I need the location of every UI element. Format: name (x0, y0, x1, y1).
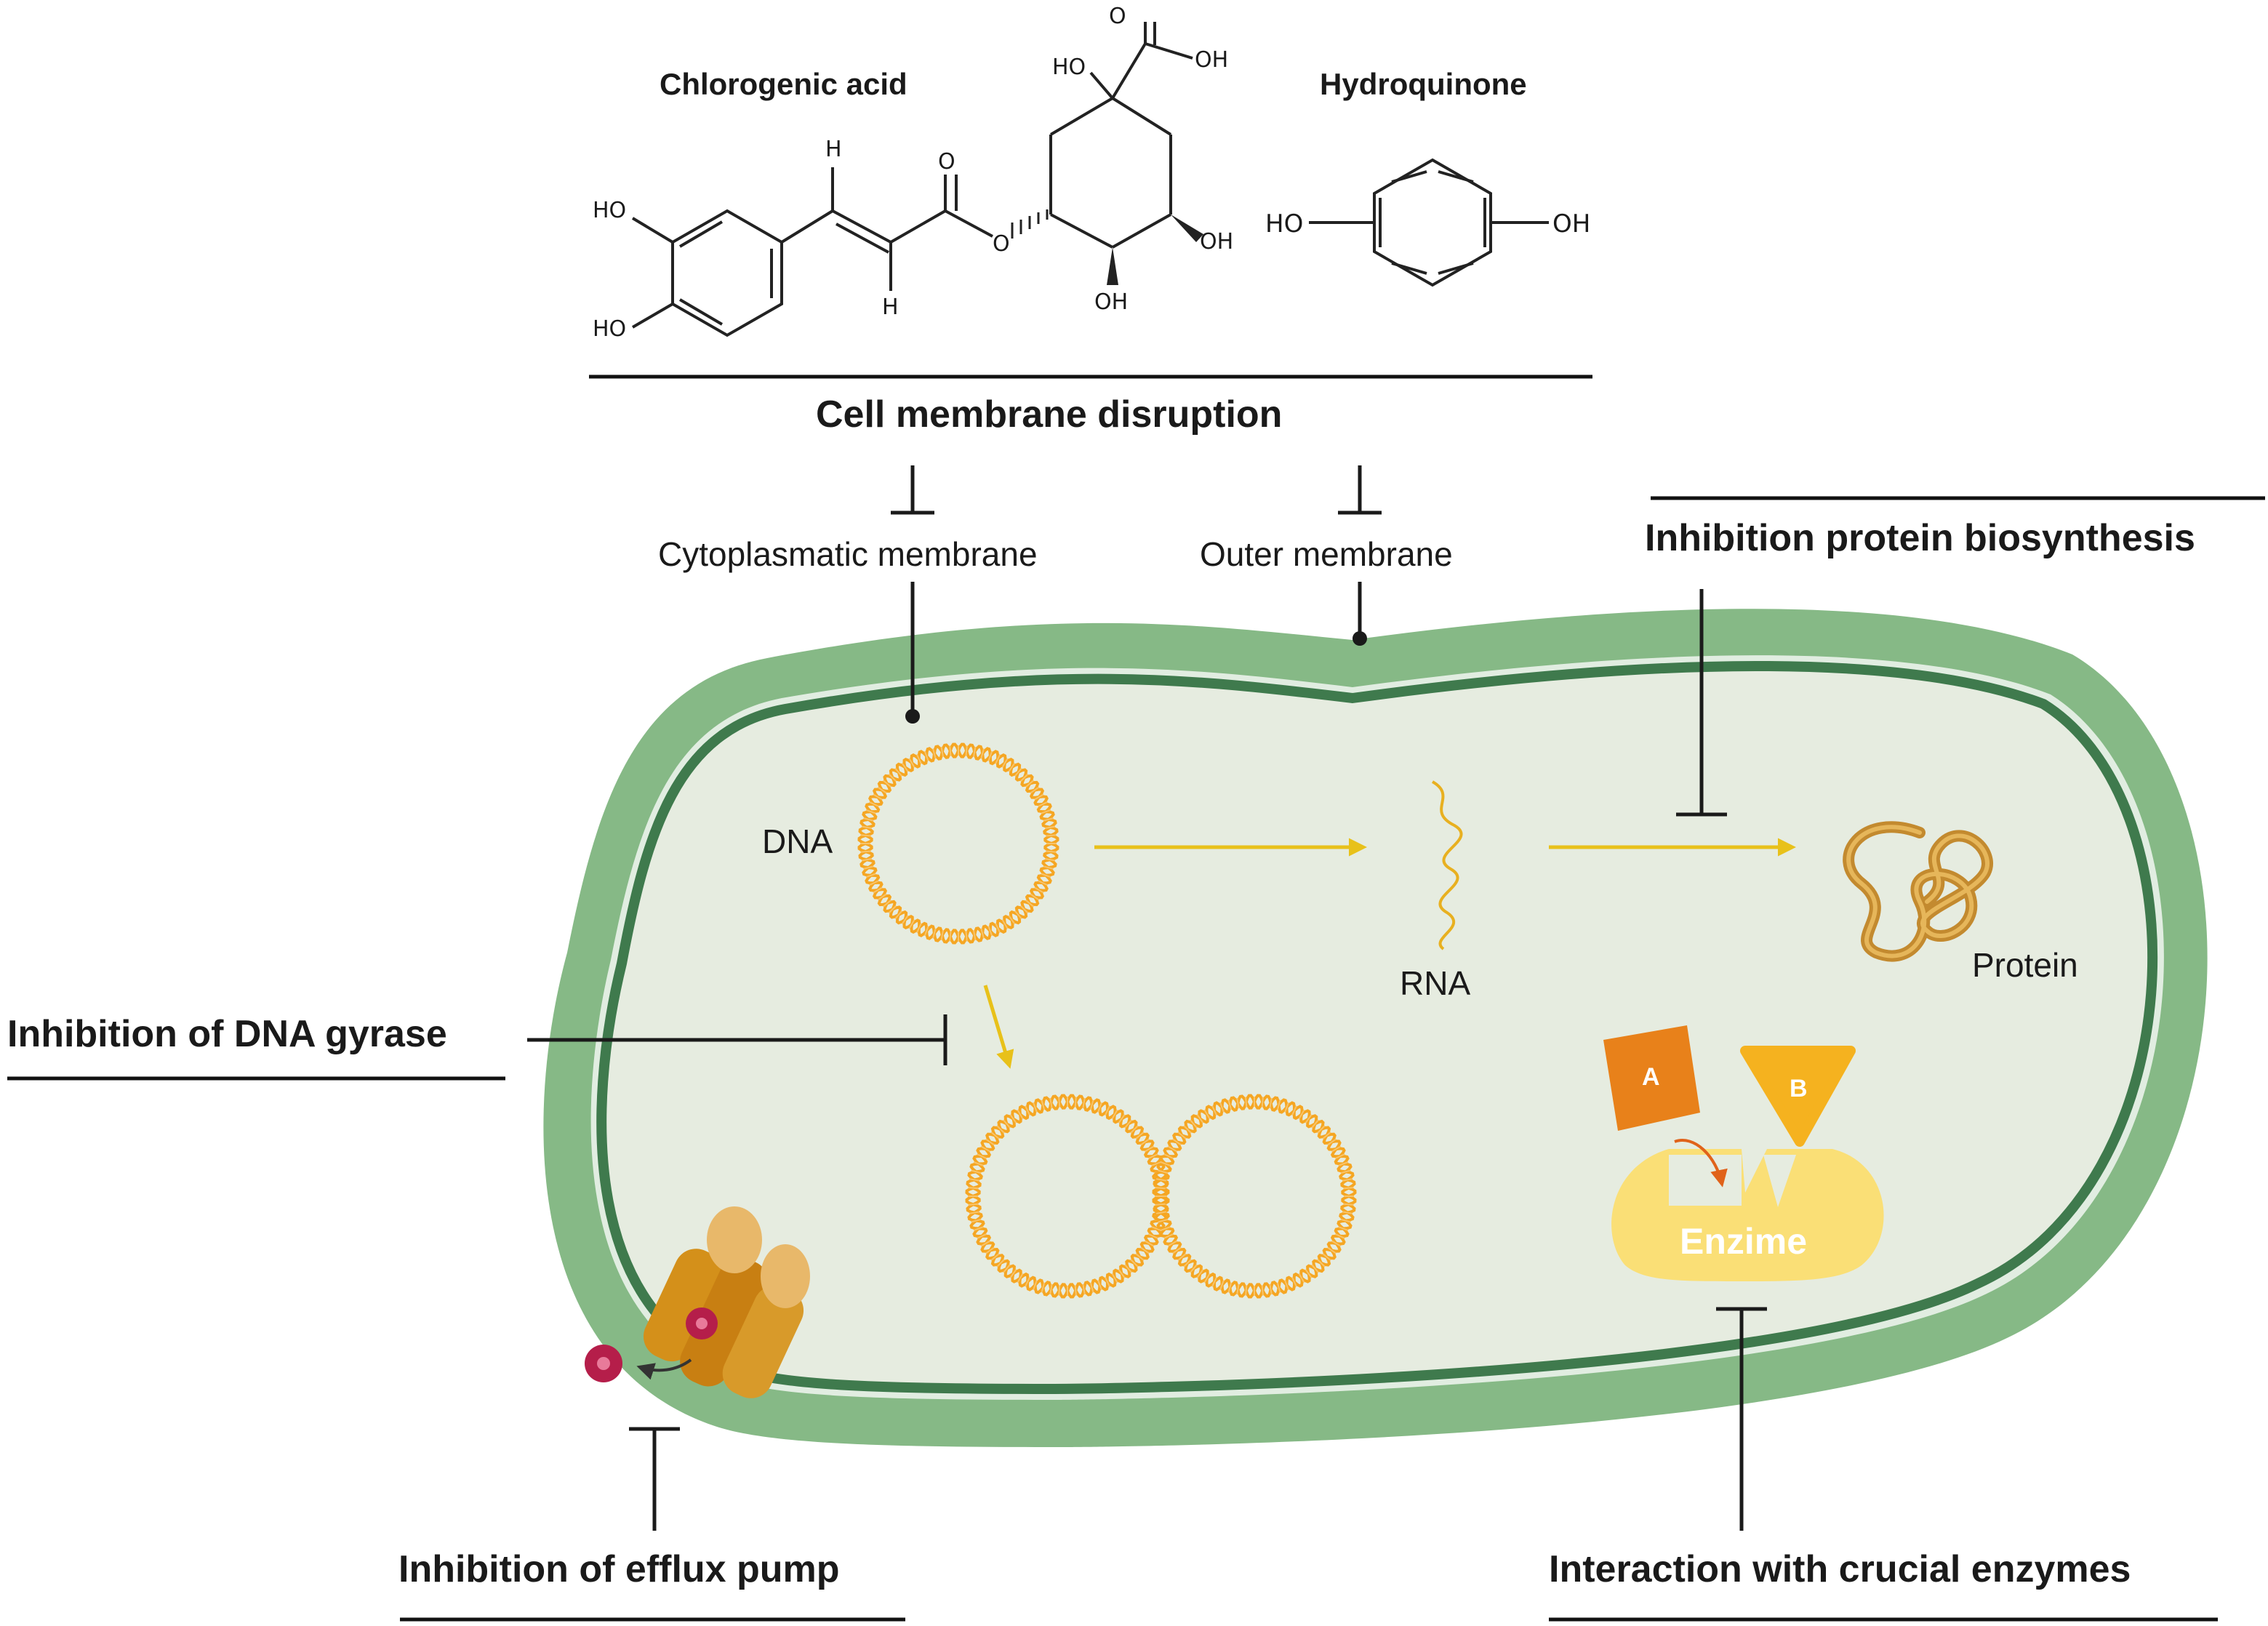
substrate-b-label: B (1790, 1075, 1808, 1102)
atom-ho-top: HO (593, 198, 627, 223)
atom-hq-oh: OH (1552, 209, 1591, 239)
protein-highlight (1846, 825, 1989, 958)
inhibition-lines (527, 465, 1767, 1531)
atom-o-carbonyl: O (938, 149, 955, 175)
chlorogenic-acid-structure (631, 22, 1193, 337)
section-rules (7, 375, 2265, 1622)
hydroquinone-title: Hydroquinone (1320, 67, 1527, 101)
atom-oh-right: OH (1200, 229, 1234, 255)
dna-ring-daughter-2 (1152, 1094, 1357, 1299)
enzyme-label: Enzime (1680, 1221, 1808, 1262)
outer-pointer-dot (1353, 631, 1367, 646)
rna-strand (1431, 780, 1463, 950)
dna-plasmids (857, 742, 1357, 1299)
inhibition-efflux-pump-title: Inhibition of efflux pump (398, 1548, 840, 1590)
outer-membrane-label: Outer membrane (1200, 535, 1453, 573)
atom-cooh-o: O (1109, 4, 1126, 29)
atom-o-ester: O (993, 231, 1010, 257)
atom-hq-ho: HO (1265, 209, 1304, 239)
inhibition-protein-biosynthesis-title: Inhibition protein biosynthesis (1645, 517, 2195, 559)
inhibition-dna-gyrase-title: Inhibition of DNA gyrase (7, 1013, 447, 1055)
atom-cooh-oh: OH (1195, 47, 1229, 73)
dna-ring-main (857, 742, 1059, 945)
rna-label: RNA (1400, 964, 1471, 1002)
chlorogenic-acid-title: Chlorogenic acid (660, 67, 907, 101)
enzyme-icon (1611, 1139, 1884, 1281)
hydroquinone-structure (1309, 158, 1549, 287)
substrate-a-label: A (1642, 1063, 1660, 1091)
atom-h-bottom: H (882, 295, 899, 320)
protein-label: Protein (1972, 946, 2078, 984)
atom-ho-quinic: HO (1052, 55, 1086, 80)
cell-membrane-disruption-title: Cell membrane disruption (816, 393, 1283, 436)
cytoplasmatic-pointer-dot (905, 709, 920, 724)
stereo-wedges (1107, 215, 1203, 285)
atom-h-top: H (825, 137, 842, 162)
interaction-crucial-enzymes-title: Interaction with crucial enzymes (1549, 1548, 2131, 1590)
substrate-a-shape (1603, 1025, 1700, 1131)
dna-label: DNA (762, 822, 833, 860)
cytoplasmatic-membrane-label: Cytoplasmatic membrane (658, 535, 1038, 573)
atom-ho-bottom: HO (593, 316, 627, 342)
atom-oh-bottom: OH (1094, 289, 1129, 315)
substrate-b-shape (1740, 1046, 1856, 1147)
flow-arrows (983, 838, 1796, 1069)
efflux-pump-icon (585, 1206, 810, 1398)
